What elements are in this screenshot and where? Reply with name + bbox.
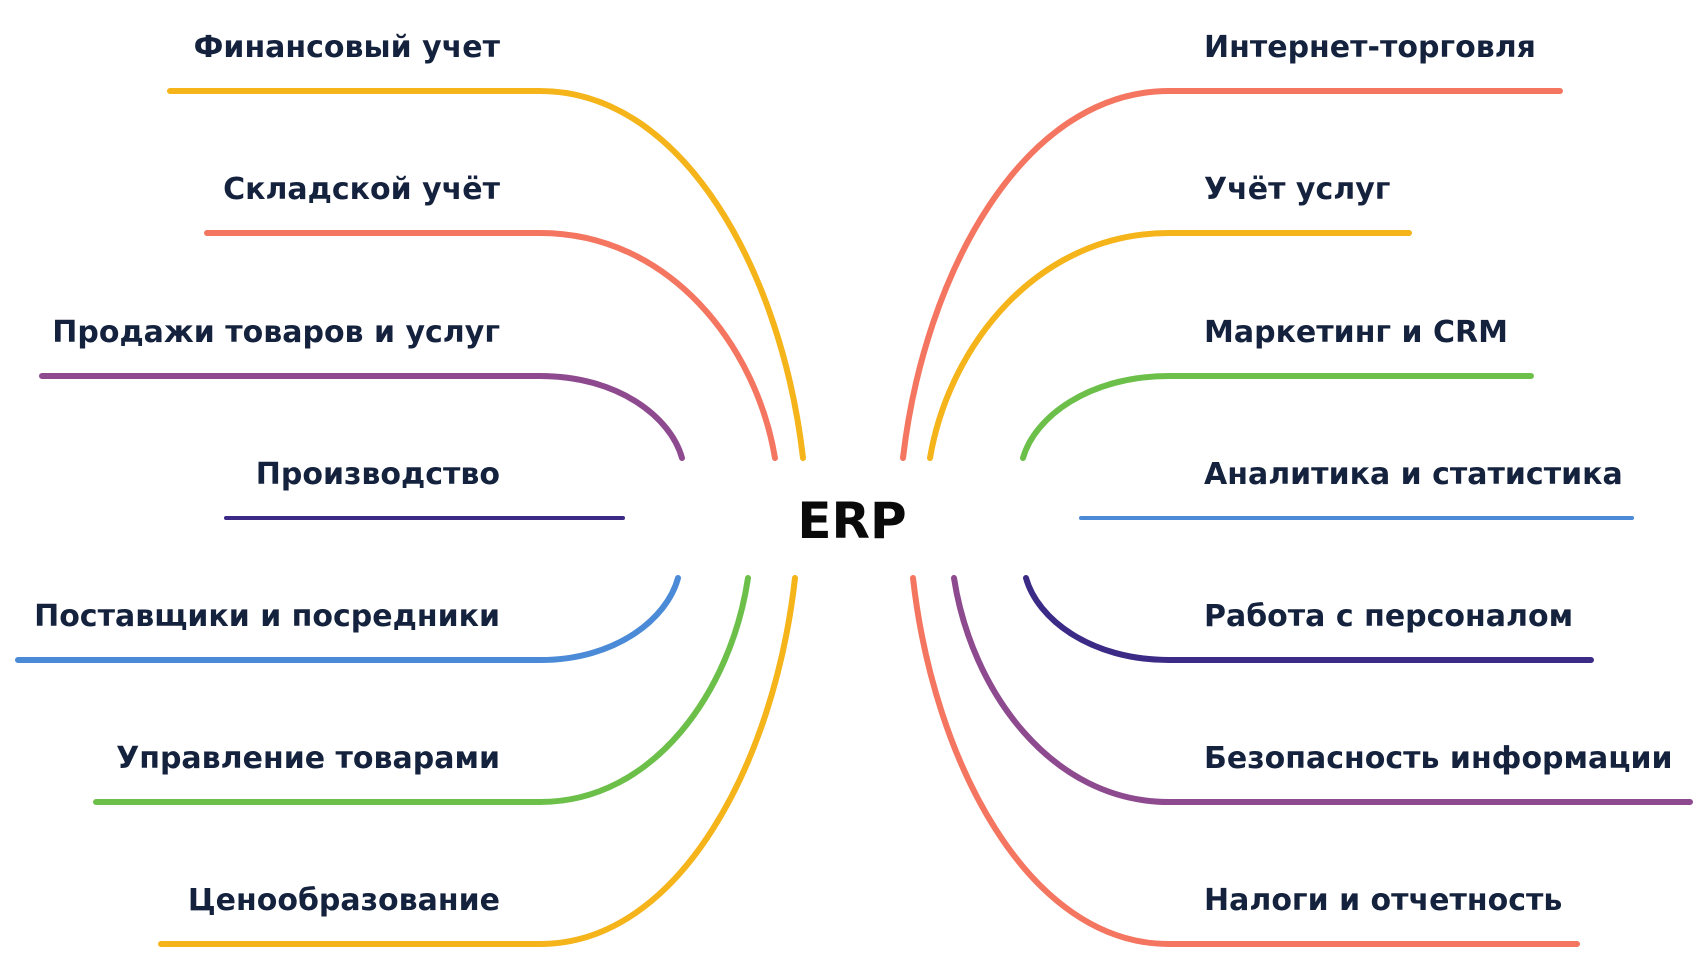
left-branch-label-6: Управление товарами [116, 741, 500, 776]
center-node-label: ERP [797, 492, 907, 550]
right-branch-line-1 [900, 88, 1563, 461]
left-branch-label-2: Складской учёт [223, 172, 500, 207]
left-branch-label-7: Ценообразование [187, 883, 500, 918]
right-branch-line-5 [1023, 575, 1594, 663]
right-branch-line-3 [1020, 373, 1534, 461]
left-branch-line-2 [204, 230, 778, 461]
right-branch-line-7 [910, 575, 1580, 947]
right-branch-label-4: Аналитика и статистика [1204, 457, 1623, 492]
left-branch-label-4: Производство [255, 457, 500, 492]
right-branch-label-5: Работа с персоналом [1204, 599, 1574, 634]
left-branch-label-3: Продажи товаров и услуг [52, 315, 500, 350]
right-branch-label-2: Учёт услуг [1204, 172, 1391, 207]
right-branch-label-3: Маркетинг и CRM [1204, 315, 1508, 350]
left-branch-line-5 [15, 575, 681, 663]
left-branch-line-3 [39, 373, 685, 461]
left-branch-line-1 [167, 88, 806, 461]
left-branch-line-6 [93, 575, 751, 805]
right-branch-label-7: Налоги и отчетность [1204, 883, 1563, 918]
right-branch-line-6 [951, 575, 1693, 805]
left-branch-line-7 [158, 575, 798, 947]
branch-lines [15, 88, 1693, 947]
left-branch-label-1: Финансовый учет [193, 30, 500, 65]
right-branch-label-1: Интернет-торговля [1204, 30, 1536, 65]
right-branch-label-6: Безопасность информации [1204, 741, 1673, 776]
right-branch-line-2 [927, 230, 1412, 461]
left-branch-label-5: Поставщики и посредники [34, 599, 500, 634]
